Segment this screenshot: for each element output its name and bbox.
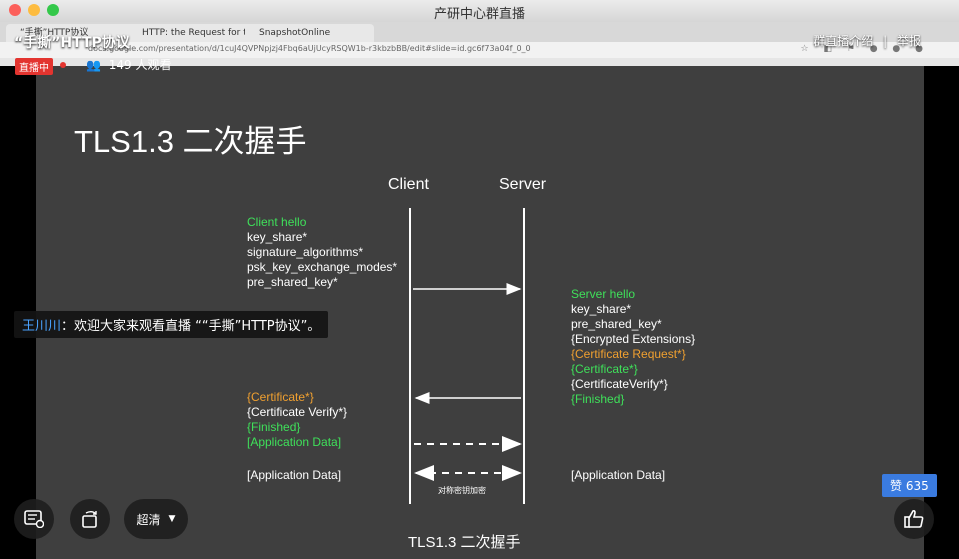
top-right-links: 群直播介绍 | 举报: [813, 32, 921, 49]
app-data-left: [Application Data]: [247, 468, 342, 482]
live-stream-view: “手撕”HTTP协议 HTTP: the Request for technic…: [0, 22, 959, 559]
minimize-window-button[interactable]: [28, 4, 40, 16]
browser-toolbar-strip: [0, 58, 959, 66]
browser-address-bar: docs.google.com/presentation/d/1cuJ4QVPN…: [0, 42, 959, 58]
server-hello-line: key_share*: [571, 302, 632, 316]
viewer-count: 👥 149 人观看: [86, 56, 172, 73]
checklist-icon: [24, 510, 44, 528]
window-title: 产研中心群直播: [433, 7, 525, 22]
report-link[interactable]: 举报: [896, 34, 921, 48]
like-count: 赞 635: [882, 474, 937, 497]
client-header: Client: [388, 176, 429, 193]
handshake-diagram: [409, 208, 525, 504]
server-hello-line: {Certificate Request*}: [571, 347, 686, 361]
viewer-count-text: 149 人观看: [108, 58, 172, 72]
url-text: docs.google.com/presentation/d/1cuJ4QVPN…: [88, 44, 531, 53]
client-finish-line: {Certificate*}: [247, 390, 314, 404]
server-hello-line: {Certificate*}: [571, 362, 638, 376]
thumbs-up-icon: [904, 509, 924, 528]
quality-label: 超清: [136, 512, 161, 527]
mac-titlebar: 产研中心群直播: [0, 0, 959, 23]
close-window-button[interactable]: [9, 4, 21, 16]
client-hello-line: psk_key_exchange_modes*: [247, 260, 398, 274]
slide-title: TLS1.3 二次握手: [74, 124, 307, 159]
separator: |: [883, 34, 888, 48]
slide-caption: TLS1.3 二次握手: [408, 534, 521, 551]
rotate-icon: [82, 511, 97, 528]
client-finish-line: [Application Data]: [247, 435, 342, 449]
chat-sender: 王川川: [22, 319, 62, 334]
app-data-right: [Application Data]: [571, 468, 666, 482]
like-button[interactable]: [894, 499, 934, 539]
browser-extension-icons: ☆ ◧ ⚑ ● ● ●: [800, 44, 929, 54]
group-intro-link[interactable]: 群直播介绍: [813, 34, 874, 48]
server-header: Server: [499, 176, 547, 193]
server-hello-label: Server hello: [571, 287, 636, 301]
server-hello-line: {Encrypted Extensions}: [571, 332, 696, 346]
client-hello-line: pre_shared_key*: [247, 275, 338, 289]
chat-text: ：欢迎大家来观看直播 ““手撕”HTTP协议”。: [61, 319, 321, 334]
client-hello-line: signature_algorithms*: [247, 245, 364, 259]
server-hello-line: pre_shared_key*: [571, 317, 662, 331]
viewers-icon: 👥: [86, 58, 101, 72]
client-finish-line: {Certificate Verify*}: [247, 405, 348, 419]
browser-tab-bar: “手撕”HTTP协议 HTTP: the Request for technic…: [0, 22, 959, 42]
client-finish-line: {Finished}: [247, 420, 301, 434]
quality-selector[interactable]: 超清 ▼: [124, 499, 188, 539]
browser-tab[interactable]: HTTP: the Request for technic: [128, 24, 257, 42]
browser-tab[interactable]: “手撕”HTTP协议: [6, 24, 140, 42]
stream-title: “手撕”HTTP协议: [14, 35, 130, 51]
chevron-down-icon: ▼: [168, 514, 176, 524]
browser-tab[interactable]: SnapshotOnline: [245, 24, 374, 42]
chat-message: 王川川：欢迎大家来观看直播 ““手撕”HTTP协议”。: [14, 311, 329, 338]
server-hello-line: {CertificateVerify*}: [571, 377, 668, 391]
zoom-window-button[interactable]: [47, 4, 59, 16]
encrypted-label: 对称密钥加密: [438, 486, 486, 495]
live-indicator-dot: [60, 62, 66, 68]
checklist-button[interactable]: [14, 499, 54, 539]
server-hello-line: {Finished}: [571, 392, 625, 406]
client-hello-line: key_share*: [247, 230, 308, 244]
live-badge: 直播中: [15, 58, 53, 75]
rotate-button[interactable]: [70, 499, 110, 539]
client-hello-label: Client hello: [247, 215, 307, 229]
